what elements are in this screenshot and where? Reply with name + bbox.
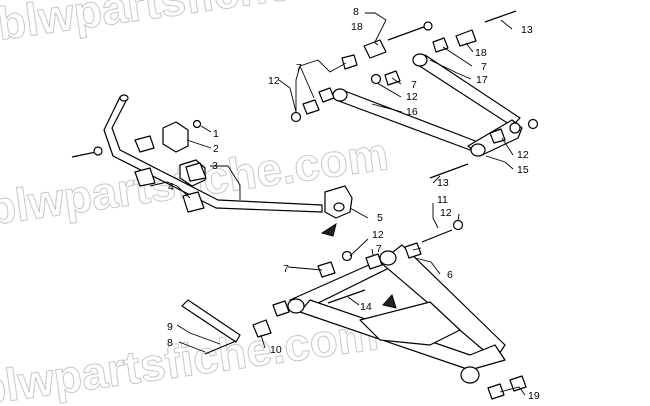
callout-12-lower-right: 12 <box>440 207 452 219</box>
callout-13-top: 13 <box>521 24 533 36</box>
lower-bushing-rear-inner <box>272 300 290 317</box>
callout-8-upper: 8 <box>353 6 359 18</box>
stabilizer-clamp-left <box>134 167 156 187</box>
callout-7-upper-middle: 7 <box>411 79 417 91</box>
stabilizer-bracket-upper <box>162 121 189 153</box>
lower-nut-front <box>452 219 464 231</box>
callout-16: 16 <box>406 106 418 118</box>
lower-link <box>181 299 241 343</box>
callout-9: 9 <box>167 321 173 333</box>
callout-4: 4 <box>168 181 174 193</box>
callout-8-lower: 8 <box>167 337 173 349</box>
callout-1: 1 <box>213 128 219 140</box>
stabilizer-bushing-left <box>134 135 155 153</box>
callout-10: 10 <box>270 344 282 356</box>
callout-14: 14 <box>360 301 372 313</box>
callout-12-upper-right: 12 <box>517 149 529 161</box>
callout-6: 6 <box>447 269 453 281</box>
stabilizer-bar-assembly <box>71 94 353 237</box>
ball-joint-housing <box>470 143 486 157</box>
leader-lines <box>149 12 526 396</box>
stabilizer-nut <box>192 119 202 129</box>
lower-spacer <box>252 319 272 338</box>
upper-bolt-13-top <box>484 10 517 23</box>
lower-bushing-19-left <box>487 383 505 400</box>
callout-13-bottom: 13 <box>437 177 449 189</box>
watermark-text-top: blwpartsfiche.com <box>0 0 401 50</box>
callout-18-left: 18 <box>351 21 363 33</box>
bracket-bolt <box>71 151 97 158</box>
upper-bushing-rear-outer <box>318 87 335 103</box>
watermark-text-bottom: blwpartsfiche.com <box>0 307 381 406</box>
front-direction-arrow-lower <box>382 294 397 309</box>
callout-7-lower-middle: 7 <box>376 243 382 255</box>
lower-bolt-8 <box>204 340 237 355</box>
callout-15: 15 <box>517 164 529 176</box>
lower-a-arm-pivot-rear <box>287 298 305 314</box>
ball-joint-nut <box>527 118 539 130</box>
lower-a-arm-gusset <box>359 301 461 346</box>
bracket-bolt-washer <box>93 146 103 156</box>
lower-bushing-front-inner <box>365 253 383 270</box>
upper-a-arm-bushing-end <box>509 122 521 134</box>
upper-bolt-washer <box>423 21 433 31</box>
lower-bushing-front-outer <box>404 242 422 259</box>
lower-a-arm-assembly <box>181 219 527 400</box>
stabilizer-end-link <box>324 185 353 219</box>
callout-2: 2 <box>213 143 219 155</box>
stabilizer-bar <box>103 96 323 213</box>
upper-bushing-rear-inner <box>302 99 320 115</box>
upper-bushing-front-outer <box>432 37 449 53</box>
upper-a-arm-pivot-rear <box>332 88 348 102</box>
upper-sleeve-18-right <box>455 29 477 47</box>
lower-ball-joint-housing <box>460 366 480 384</box>
callout-17: 17 <box>476 74 488 86</box>
lower-bushing-rear-outer <box>317 261 336 278</box>
callout-7-upper-right: 7 <box>481 61 487 73</box>
callout-7-upper-left: 7 <box>296 62 302 74</box>
stabilizer-bar-end <box>119 94 129 102</box>
upper-bushing-sleeve <box>341 54 358 70</box>
callout-numbers: 1 2 3 4 5 6 7 7 7 7 7 8 8 9 10 11 12 12 … <box>167 6 540 402</box>
upper-bolt-13-bottom <box>429 163 469 179</box>
upper-nut-rear <box>290 111 302 123</box>
upper-nut-front <box>370 73 382 85</box>
stabilizer-end-link-hole <box>333 202 345 212</box>
stabilizer-bushing-right <box>185 162 207 182</box>
lower-bolt-11 <box>421 229 453 243</box>
callout-7-lower-left: 7 <box>283 263 289 275</box>
lower-nut-rear <box>341 250 353 262</box>
callout-12-upper-middle: 12 <box>406 91 418 103</box>
callout-11: 11 <box>437 194 448 206</box>
callout-19: 19 <box>528 390 540 402</box>
callout-5: 5 <box>377 212 383 224</box>
callout-12-upper-left: 12 <box>268 75 280 87</box>
upper-a-arm-pivot-front <box>412 53 428 67</box>
callout-12-lower-middle: 12 <box>372 229 384 241</box>
callout-3: 3 <box>212 160 218 172</box>
upper-a-arm-front-tube <box>417 54 521 127</box>
lower-bolt-14 <box>327 289 366 304</box>
lower-a-arm-pivot-front <box>379 250 397 266</box>
ball-joint-bushing <box>489 128 506 144</box>
front-direction-arrow-upper <box>320 222 337 237</box>
callout-18-right: 18 <box>475 47 487 59</box>
lower-bushing-19-right <box>509 375 527 392</box>
stabilizer-clamp-right <box>182 191 205 213</box>
